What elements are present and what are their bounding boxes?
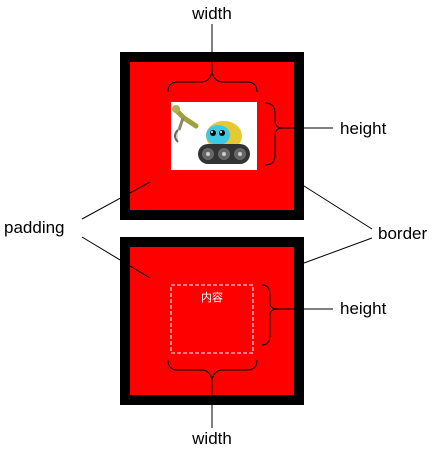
top-width-label: width [191,4,232,23]
padding-leader-top [81,181,151,220]
border-label: border [378,224,427,243]
bottom-height-label: height [340,299,387,318]
padding-leader-bottom [81,236,151,279]
border-leader-bottom [303,237,373,264]
content-label: 内容 [201,290,223,304]
bottom-width-label: width [191,429,232,448]
padding-label: padding [4,218,65,237]
robot-toy-image [171,102,257,170]
top-height-label: height [340,119,387,138]
top-box-model: width height [120,4,387,220]
bottom-box-model: 内容 height width [120,237,387,448]
bottom-content-area [170,284,254,354]
border-leader-top [303,185,373,230]
bottom-box-padding [130,247,294,395]
